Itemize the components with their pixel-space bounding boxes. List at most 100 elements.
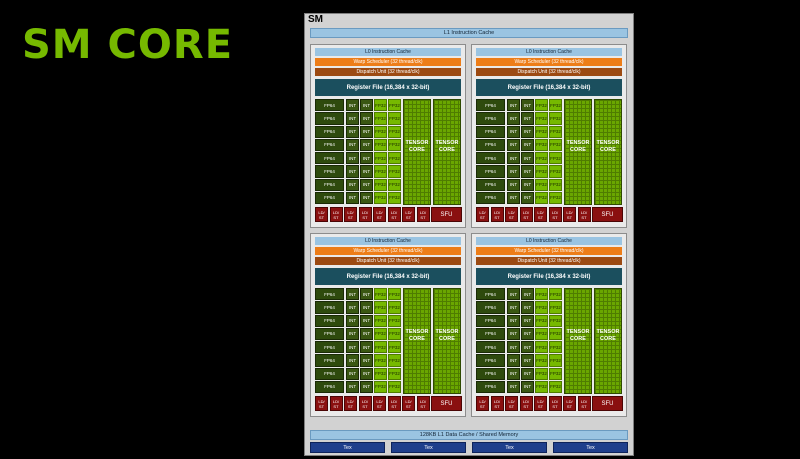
sm-label: SM [308, 14, 323, 25]
tex-unit: Tex [310, 442, 385, 453]
ld-st-unit: LD/ ST [416, 396, 430, 411]
int-unit: INT [521, 354, 534, 367]
int-unit: INT [507, 380, 520, 393]
int-unit: INT [346, 301, 359, 314]
fp32-unit: FP32 [374, 380, 387, 393]
fp64-unit: FP64 [315, 327, 344, 340]
fp64-unit: FP64 [476, 152, 505, 165]
ld-st-unit: LD/ ST [315, 396, 328, 411]
fp32-unit: FP32 [549, 301, 562, 314]
fp32-unit: FP32 [374, 125, 387, 138]
int-unit: INT [521, 380, 534, 393]
int-unit: INT [521, 327, 534, 340]
int-unit: INT [360, 327, 373, 340]
fp32-unit: FP32 [388, 165, 401, 178]
fp64-unit: FP64 [476, 125, 505, 138]
int-unit: INT [346, 354, 359, 367]
int-unit: INT [507, 314, 520, 327]
tex-unit: Tex [391, 442, 466, 453]
int-unit: INT [521, 367, 534, 380]
fp32-unit: FP32 [388, 99, 401, 112]
sfu-unit: SFU [592, 207, 623, 222]
fp64-unit: FP64 [476, 112, 505, 125]
fp32-unit: FP32 [535, 354, 548, 367]
int-unit: INT [360, 301, 373, 314]
fp32-unit: FP32 [374, 112, 387, 125]
fp32-unit: FP32 [549, 178, 562, 191]
int-unit: INT [507, 152, 520, 165]
tensor-core: TENSOR CORE [594, 288, 622, 394]
fp32-unit: FP32 [535, 380, 548, 393]
int-unit: INT [346, 178, 359, 191]
fp64-unit: FP64 [476, 367, 505, 380]
int-unit: INT [507, 288, 520, 301]
ld-st-unit: LD/ ST [490, 207, 504, 222]
fp32-unit: FP32 [549, 380, 562, 393]
fp64-unit: FP64 [315, 354, 344, 367]
int-unit: INT [360, 152, 373, 165]
fp32-unit: FP32 [388, 314, 401, 327]
int-unit: INT [521, 112, 534, 125]
fp32-unit: FP32 [549, 152, 562, 165]
int-unit: INT [360, 341, 373, 354]
fp32-unit: FP32 [374, 178, 387, 191]
l0-instruction-cache: L0 Instruction Cache [315, 237, 461, 245]
fp32-unit: FP32 [535, 288, 548, 301]
int-unit: INT [360, 165, 373, 178]
ld-st-unit: LD/ ST [548, 207, 562, 222]
sfu-unit: SFU [431, 207, 462, 222]
fp64-unit: FP64 [315, 165, 344, 178]
fp64-unit: FP64 [476, 165, 505, 178]
fp32-unit: FP32 [374, 165, 387, 178]
fp32-unit: FP32 [388, 152, 401, 165]
int-unit: INT [346, 152, 359, 165]
ld-st-unit: LD/ ST [534, 396, 547, 411]
ld-st-unit: LD/ ST [344, 396, 357, 411]
ld-st-unit: LD/ ST [519, 396, 533, 411]
fp32-unit: FP32 [374, 354, 387, 367]
fp64-unit: FP64 [315, 152, 344, 165]
int-unit: INT [346, 138, 359, 151]
fp32-unit: FP32 [374, 367, 387, 380]
fp32-unit: FP32 [388, 341, 401, 354]
int-unit: INT [521, 178, 534, 191]
fp64-unit: FP64 [315, 288, 344, 301]
int-unit: INT [521, 138, 534, 151]
warp-scheduler: Warp Scheduler (32 thread/clk) [476, 58, 622, 66]
int-unit: INT [360, 314, 373, 327]
ld-st-unit: LD/ ST [548, 396, 562, 411]
sfu-unit: SFU [431, 396, 462, 411]
fp64-unit: FP64 [476, 178, 505, 191]
fp64-unit: FP64 [315, 99, 344, 112]
l0-instruction-cache: L0 Instruction Cache [476, 237, 622, 245]
fp32-unit: FP32 [549, 288, 562, 301]
int-unit: INT [360, 125, 373, 138]
fp64-unit: FP64 [476, 314, 505, 327]
fp32-unit: FP32 [535, 327, 548, 340]
tensor-core-label: TENSOR CORE [435, 140, 459, 153]
ld-st-unit: LD/ ST [329, 207, 343, 222]
fp64-unit: FP64 [315, 138, 344, 151]
int-unit: INT [521, 301, 534, 314]
fp32-unit: FP32 [549, 314, 562, 327]
fp32-unit: FP32 [535, 178, 548, 191]
tensor-core-label: TENSOR CORE [566, 329, 590, 342]
int-unit: INT [507, 138, 520, 151]
fp64-unit: FP64 [476, 354, 505, 367]
warp-scheduler: Warp Scheduler (32 thread/clk) [315, 58, 461, 66]
int-unit: INT [346, 99, 359, 112]
int-unit: INT [507, 191, 520, 204]
fp64-unit: FP64 [315, 314, 344, 327]
fp64-unit: FP64 [315, 301, 344, 314]
l1-instruction-cache: L1 Instruction Cache [310, 28, 628, 38]
fp32-unit: FP32 [388, 380, 401, 393]
int-unit: INT [360, 367, 373, 380]
fp32-unit: FP32 [374, 341, 387, 354]
int-unit: INT [346, 327, 359, 340]
int-unit: INT [346, 367, 359, 380]
ld-st-unit: LD/ ST [387, 207, 401, 222]
ld-st-unit: LD/ ST [373, 396, 386, 411]
ld-st-unit: LD/ ST [358, 207, 372, 222]
tensor-core: TENSOR CORE [403, 288, 431, 394]
